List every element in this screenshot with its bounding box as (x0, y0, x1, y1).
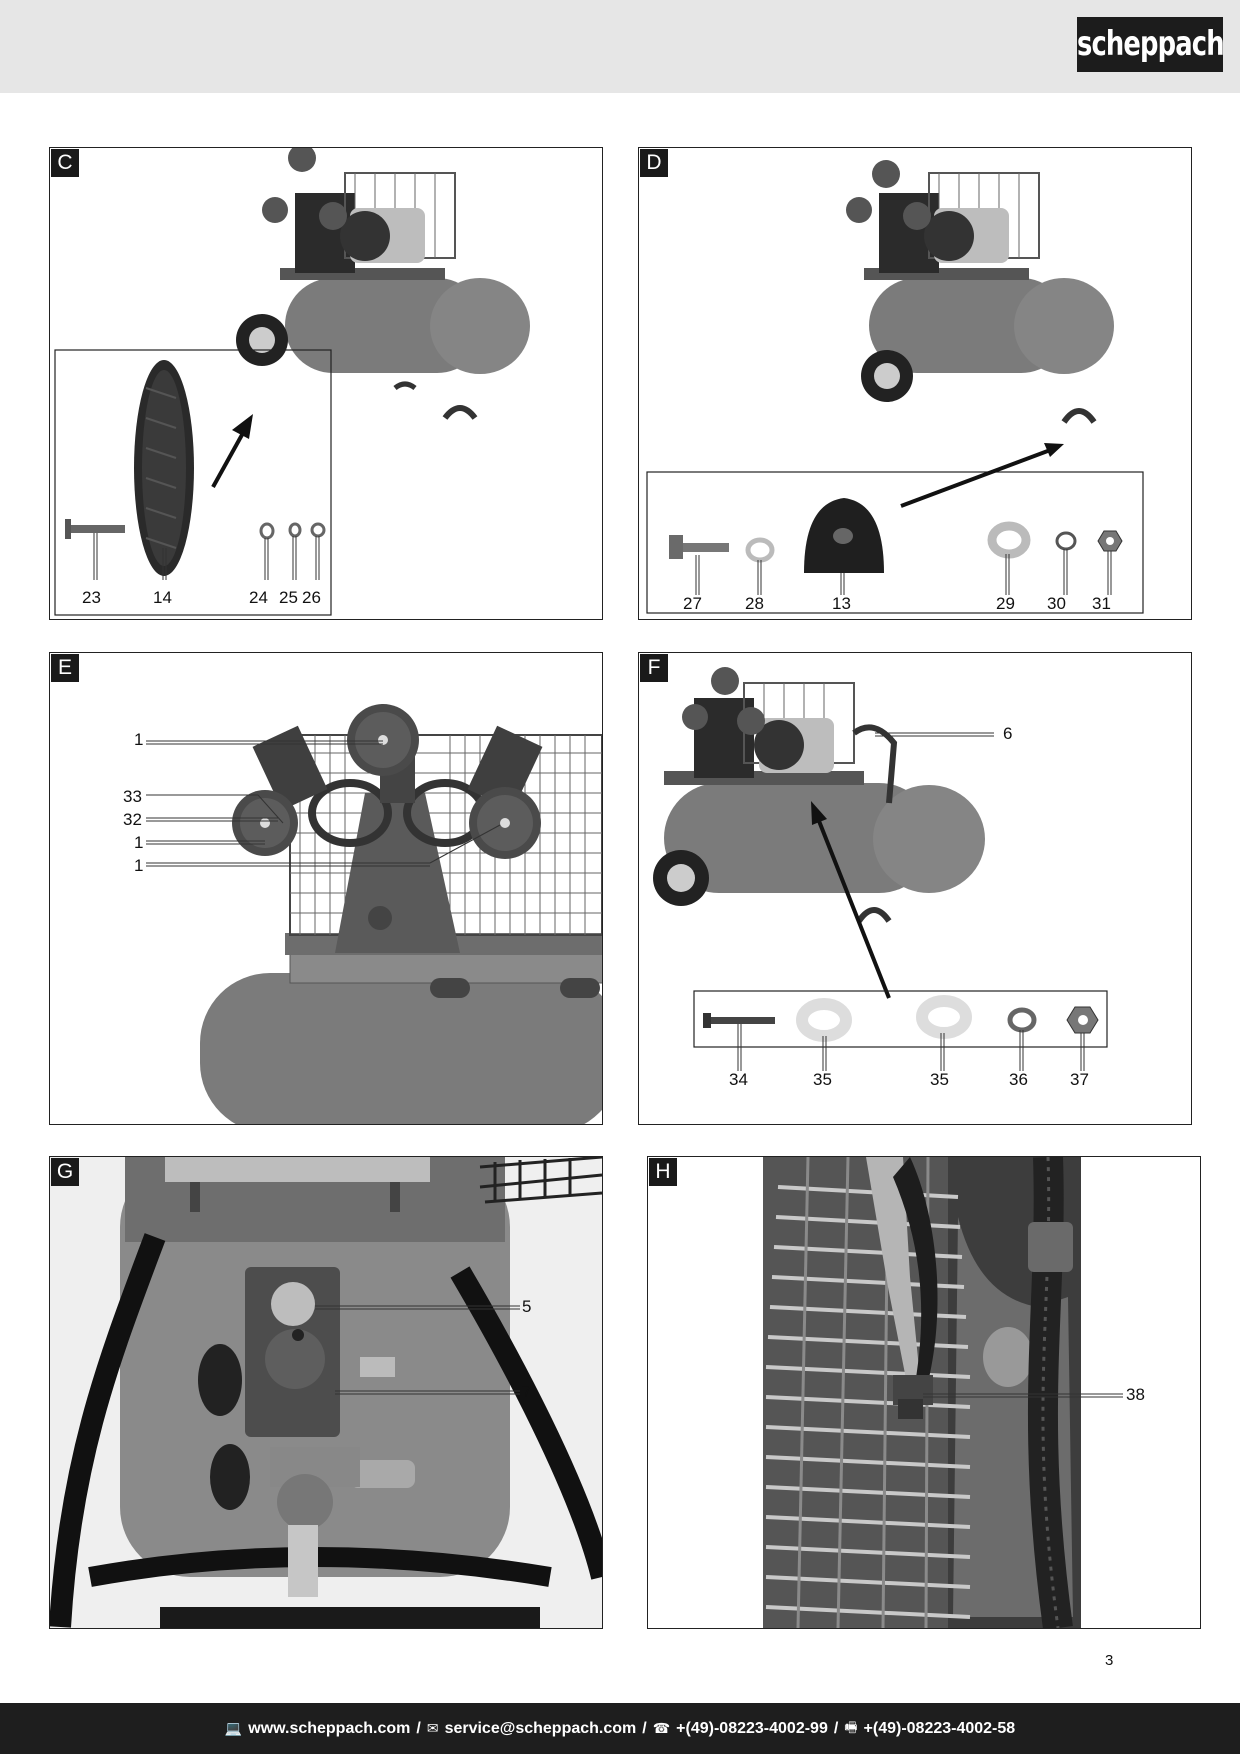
figure-panel-c: C (49, 147, 603, 620)
footer-separator: / (833, 1719, 839, 1737)
callout-28: 28 (745, 594, 764, 613)
wheel-14-illustration (134, 360, 194, 576)
callout-38: 38 (1126, 1385, 1145, 1404)
footer-email-link[interactable]: service@scheppach.com (444, 1719, 637, 1737)
footer-separator: / (642, 1719, 647, 1737)
callout-31: 31 (1092, 594, 1111, 613)
callout-35-right: 35 (930, 1070, 949, 1089)
envelope-icon: ✉ (426, 1720, 439, 1736)
figure-panel-g: G 5 7 (49, 1156, 603, 1629)
fax-icon: 🖷 (844, 1718, 858, 1735)
callout-7: 7 (522, 1382, 532, 1401)
footer-separator: / (416, 1719, 421, 1737)
air-filter-assembly-illustration (146, 704, 602, 1124)
panel-tag-f: F (640, 654, 668, 682)
compressor-wheel-assembly-illustration (54, 148, 530, 616)
brand-logo: scheppach (1076, 17, 1225, 72)
panel-tag-c: C (51, 149, 79, 177)
callout-1-left: 1 (134, 833, 144, 852)
brand-logo-text: scheppach (1076, 24, 1225, 65)
footer-contact-bar: 💻 www.scheppach.com / ✉ service@scheppac… (0, 1703, 1240, 1754)
panel-tag-g: G (51, 1158, 79, 1186)
callout-14: 14 (153, 588, 172, 607)
compressor-illustration (236, 148, 530, 420)
callout-32: 32 (123, 810, 142, 829)
panel-tag-d: D (640, 149, 668, 177)
callout-33: 33 (123, 787, 142, 806)
footer-phone[interactable]: +(49)-08223-4002-99 (676, 1719, 828, 1737)
callout-13: 13 (832, 594, 851, 613)
header-band (0, 0, 1240, 93)
figure-panel-h: H 38 (647, 1156, 1201, 1629)
pressure-switch-photo (50, 1157, 602, 1628)
figure-panel-e: E (49, 652, 603, 1125)
callout-1-top: 1 (134, 730, 144, 749)
callout-30: 30 (1047, 594, 1066, 613)
panel-tag-e: E (51, 654, 79, 682)
footer-fax: +(49)-08223-4002-58 (863, 1719, 1016, 1737)
callout-27: 27 (683, 594, 702, 613)
fan-guard-pliers-photo (763, 1157, 1123, 1628)
panel-tag-h: H (649, 1158, 677, 1186)
callout-23: 23 (82, 588, 101, 607)
phone-icon: ☎ (652, 1720, 671, 1736)
callout-29: 29 (996, 594, 1015, 613)
callout-25: 25 (279, 588, 298, 607)
callout-36: 36 (1009, 1070, 1028, 1089)
handle-assembly-illustration (653, 667, 1108, 1071)
callout-6: 6 (1003, 724, 1013, 743)
callout-24: 24 (249, 588, 268, 607)
laptop-icon: 💻 (224, 1720, 243, 1736)
callout-37: 37 (1070, 1070, 1089, 1089)
footer-website-link[interactable]: www.scheppach.com (248, 1719, 411, 1737)
callout-1-right: 1 (134, 856, 144, 875)
compressor-illustration (653, 667, 985, 923)
compressor-foot-assembly-illustration (646, 160, 1144, 614)
figure-panel-f: F (638, 652, 1192, 1125)
callout-35-left: 35 (813, 1070, 832, 1089)
figure-panel-d: D (638, 147, 1192, 620)
callout-26: 26 (302, 588, 321, 607)
callout-34: 34 (729, 1070, 748, 1089)
callout-5: 5 (522, 1297, 532, 1316)
compressor-illustration (846, 160, 1114, 424)
page-number: 3 (1105, 1652, 1114, 1669)
